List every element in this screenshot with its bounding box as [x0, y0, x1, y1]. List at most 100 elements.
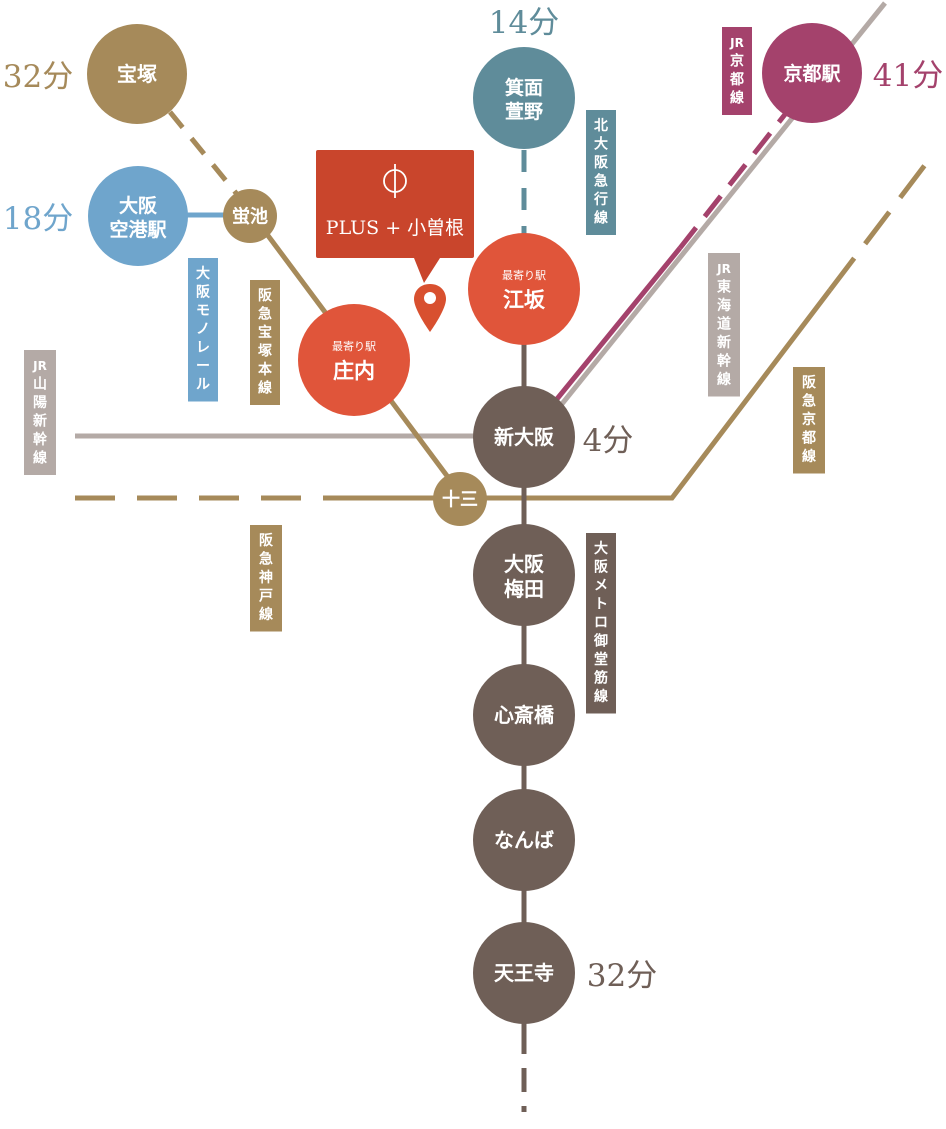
- line-label-char: 阪: [594, 560, 609, 576]
- travel-time: 32分: [3, 59, 73, 95]
- station-name: 心斎橋: [494, 703, 555, 727]
- line-label-char: 線: [730, 90, 744, 107]
- station-circle: [473, 922, 575, 1024]
- line-label-char: ト: [594, 597, 608, 613]
- station-name-line: 梅田: [504, 577, 544, 601]
- line-label-char: 新: [33, 413, 47, 430]
- line-label-char: 線: [717, 371, 731, 388]
- line-label-box: [586, 533, 616, 714]
- line-label-char: 幹: [33, 431, 48, 448]
- station-name-line: 大阪: [504, 552, 545, 576]
- line-label-char: 北: [594, 118, 608, 134]
- line-jr-kyoto: [546, 246, 682, 412]
- travel-time: 18分: [3, 201, 73, 237]
- station-name: 庄内: [333, 359, 375, 383]
- map-pin-icon: [414, 284, 446, 332]
- line-label-char: モ: [196, 303, 210, 319]
- line-label-char: 線: [594, 688, 608, 705]
- station-circle: [468, 233, 580, 345]
- line-label-char: 急: [259, 551, 273, 568]
- line-label-box: [708, 253, 740, 397]
- property-brand: PLUS + 小曽根: [326, 217, 464, 239]
- station-name-line: 空港駅: [109, 218, 167, 241]
- line-label-char: 線: [802, 448, 816, 465]
- station-name-line: 萱野: [505, 101, 543, 123]
- line-label-char: 阪: [196, 285, 211, 301]
- station-circle: [473, 386, 575, 488]
- station-namba[interactable]: なんば: [473, 789, 575, 891]
- station-umeda[interactable]: 大阪梅田: [473, 524, 575, 626]
- line-label-char: 阪: [802, 375, 817, 391]
- line-label-box: [250, 525, 282, 632]
- line-label-char: 新: [717, 334, 731, 351]
- line-label-char: 海: [717, 297, 731, 314]
- station-name: なんば: [494, 828, 554, 852]
- line-jr-kyoto-dashed: [678, 106, 792, 250]
- station-circle: [473, 524, 575, 626]
- line-label-char: 堂: [594, 651, 608, 668]
- line-hankyu-takarazuka-dashed: [168, 110, 242, 200]
- station-circle: [473, 664, 575, 766]
- line-label-char: メ: [594, 578, 608, 594]
- nearest-station-tag: 最寄り駅: [332, 339, 376, 353]
- line-hankyu-kyoto-dashed: [828, 163, 927, 292]
- line-label-box: [188, 258, 218, 402]
- line-label-char: 行: [593, 191, 608, 208]
- station-circle: [223, 189, 277, 243]
- station-juso[interactable]: 十三: [433, 472, 487, 526]
- line-label-char: ノ: [196, 322, 210, 338]
- property-callout[interactable]: PLUS + 小曽根: [316, 150, 474, 332]
- line-label-char: 急: [802, 393, 816, 410]
- line-label-char: 阪: [259, 533, 274, 549]
- station-name: 天王寺: [494, 961, 554, 985]
- station-hotarugaike[interactable]: 蛍池: [223, 189, 277, 243]
- line-label-char: JR: [716, 262, 731, 276]
- line-label-box: [722, 27, 752, 115]
- station-name: 大阪梅田: [504, 552, 545, 601]
- callout-box: [316, 150, 474, 283]
- line-label-char: 大: [594, 540, 608, 557]
- line-label-char: 都: [801, 431, 816, 447]
- line-label-char: 山: [33, 377, 47, 393]
- station-minoh-kayano[interactable]: 箕面萱野 14分: [473, 5, 575, 149]
- station-shinsaibashi[interactable]: 心斎橋: [473, 664, 575, 766]
- nearest-station-tag: 最寄り駅: [502, 268, 546, 282]
- line-label-char: 幹: [717, 353, 732, 370]
- line-label-box: [793, 367, 825, 474]
- line-label-char: ロ: [594, 615, 608, 631]
- line-label-box: [24, 350, 56, 475]
- line-hankyu-kyoto: [460, 288, 832, 501]
- line-label-char: 東: [717, 279, 731, 296]
- line-label-char: 大: [196, 265, 210, 282]
- travel-time: 14分: [489, 5, 559, 41]
- station-circle: [762, 23, 862, 123]
- line-label-box: [250, 280, 280, 405]
- rail-lines: [75, 1, 927, 1112]
- line-label-char: 線: [259, 606, 273, 623]
- line-label-char: 線: [258, 380, 272, 397]
- line-label-char: レ: [196, 340, 210, 356]
- station-name: 箕面萱野: [505, 76, 543, 123]
- line-label-box: [586, 110, 616, 235]
- station-circle: [87, 24, 187, 124]
- line-label-char: ー: [196, 359, 210, 375]
- line-label-char: 陽: [33, 394, 47, 411]
- line-label-char: ル: [196, 377, 210, 393]
